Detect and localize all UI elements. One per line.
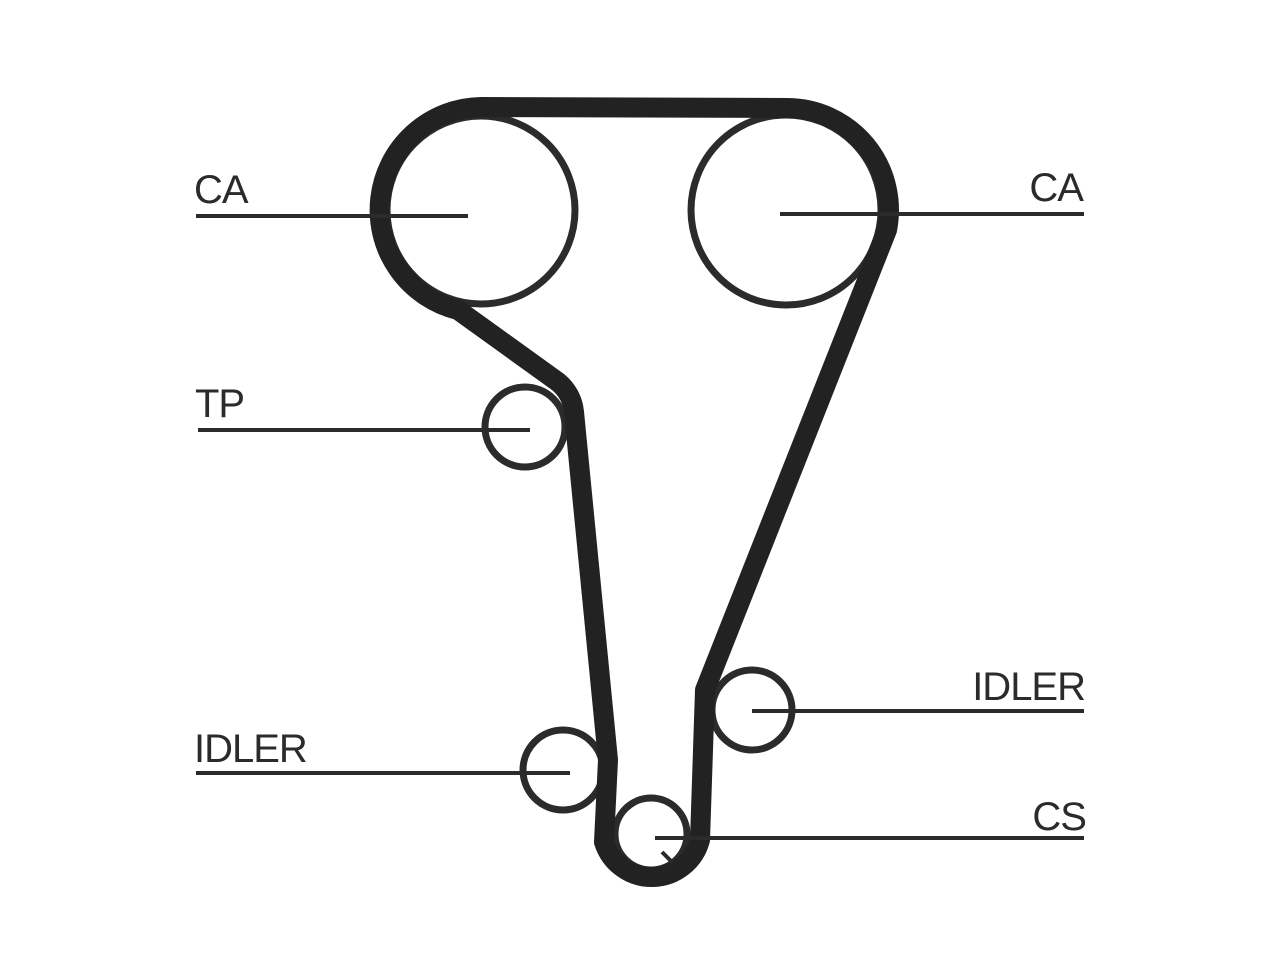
label-tp: TP bbox=[195, 382, 244, 426]
crankshaft-notch bbox=[660, 850, 674, 864]
label-idler-left: IDLER bbox=[194, 727, 307, 771]
label-ca-left: CA bbox=[194, 168, 249, 212]
label-ca-right: CA bbox=[1029, 166, 1084, 210]
label-cs: CS bbox=[1032, 795, 1086, 839]
idler-pulley-left bbox=[519, 726, 607, 814]
timing-belt bbox=[369, 97, 899, 888]
label-idler-right: IDLER bbox=[972, 665, 1085, 709]
tensioner-pulley bbox=[481, 383, 569, 471]
